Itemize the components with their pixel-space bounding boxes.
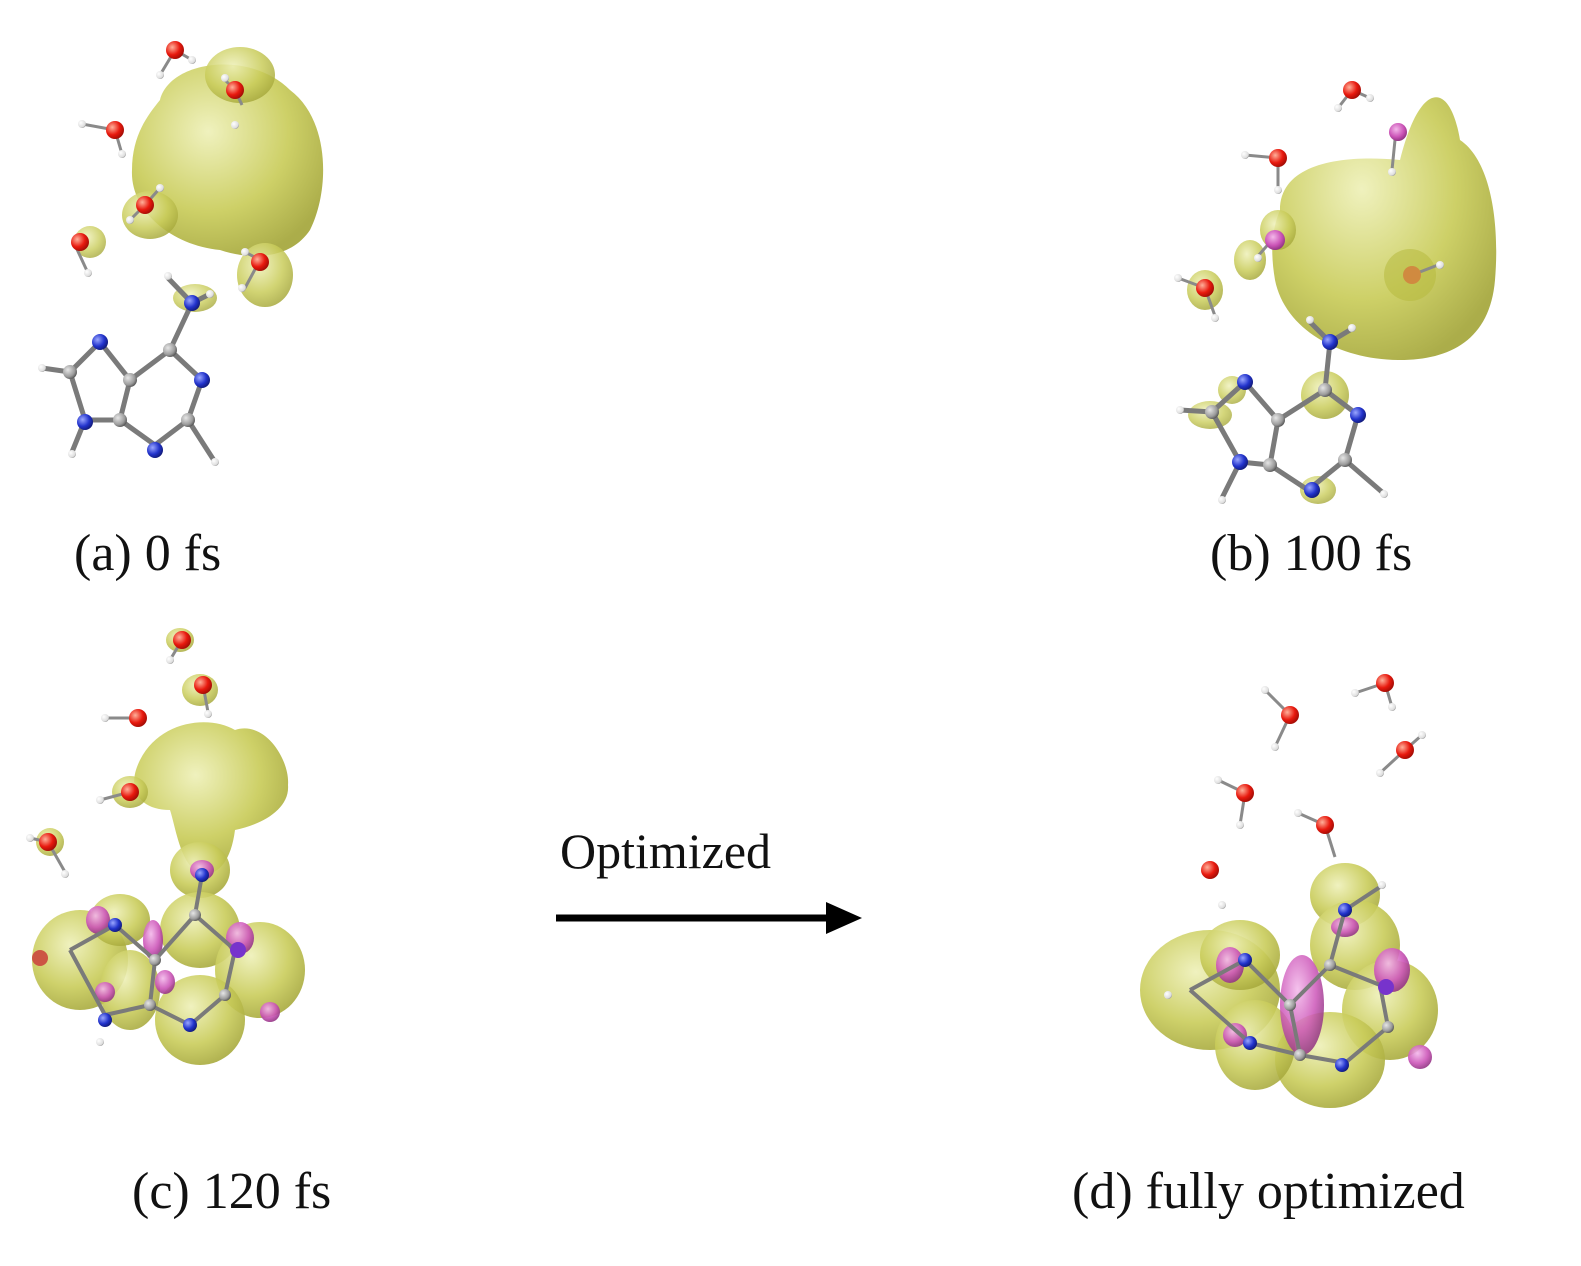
transition-label: Optimized — [560, 823, 772, 879]
panel-b — [1160, 60, 1520, 510]
panel-a — [20, 20, 350, 480]
molecule-b-illustration — [1174, 81, 1497, 504]
caption-panel-d: (d) fully optimized — [1072, 1163, 1465, 1220]
caption-panel-b: (b) 100 fs — [1210, 525, 1413, 582]
molecule-d-illustration — [1140, 674, 1438, 1108]
panel-d — [1130, 665, 1450, 1125]
right-arrow-icon — [556, 902, 862, 934]
caption-panel-a: (a) 0 fs — [74, 525, 222, 582]
molecule-c-illustration — [26, 628, 305, 1065]
caption-panel-c: (c) 120 fs — [132, 1163, 332, 1220]
panel-c — [20, 620, 320, 1090]
molecule-a-illustration — [38, 41, 324, 466]
